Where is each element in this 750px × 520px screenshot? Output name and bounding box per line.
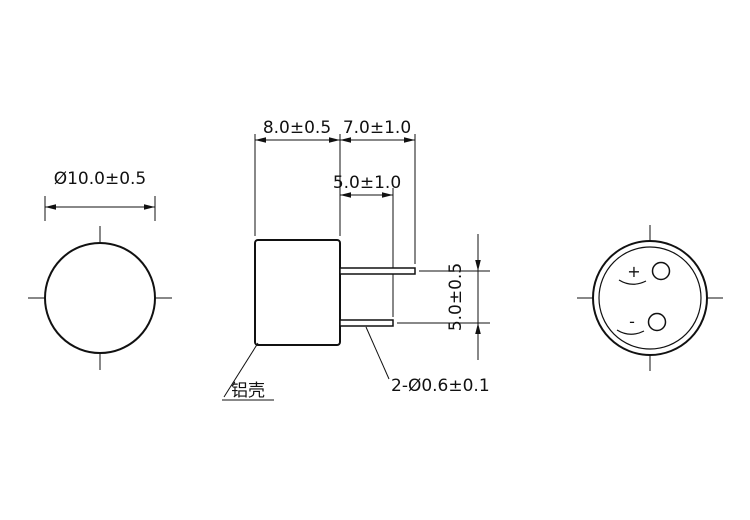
lead-diameter-leader: 2-Ø0.6±0.1 — [365, 326, 490, 396]
shell-material-label: 铝壳 — [231, 381, 265, 401]
rear-view: + - — [577, 225, 723, 371]
arrowhead — [329, 137, 340, 143]
top-dimension-row: 8.0±0.5 7.0±1.0 — [255, 118, 415, 143]
lead-diameter-label: 2-Ø0.6±0.1 — [391, 376, 490, 396]
lead-pitch-dimension: 5.0±0.5 — [397, 234, 490, 360]
shell-label-leader: 铝壳 — [222, 342, 274, 401]
arrowhead — [340, 192, 351, 198]
rear-view-inner-circle — [598, 246, 702, 350]
body-width-dimension-label: 8.0±0.5 — [263, 118, 331, 138]
short-lead-dimension-label: 5.0±1.0 — [333, 173, 401, 193]
arrowhead — [144, 204, 155, 210]
positive-mark-arc — [618, 279, 647, 285]
negative-polarity-mark: - — [629, 312, 635, 331]
diameter-dimension: Ø10.0±0.5 — [44, 169, 156, 221]
arrowhead — [45, 204, 56, 210]
lead-pitch-dimension-label: 5.0±0.5 — [446, 263, 466, 331]
long-lead-dimension-label: 7.0±1.0 — [343, 118, 411, 138]
left-view: Ø10.0±0.5 — [28, 169, 172, 370]
arrowhead — [340, 137, 351, 143]
component-body — [254, 239, 341, 346]
left-view-body-circle — [44, 242, 156, 354]
diameter-dimension-label: Ø10.0±0.5 — [54, 169, 147, 189]
lead-bottom — [339, 319, 394, 327]
arrowhead — [255, 137, 266, 143]
front-view: 8.0±0.5 7.0±1.0 5.0±1.0 — [222, 118, 490, 401]
arrowhead — [404, 137, 415, 143]
lead-top — [339, 267, 416, 275]
leader-line — [223, 342, 259, 398]
arrowhead — [475, 260, 481, 271]
arrowhead — [382, 192, 393, 198]
positive-terminal-pin — [651, 261, 671, 281]
short-lead-dimension: 5.0±1.0 — [333, 173, 401, 198]
leader-line — [365, 326, 390, 380]
rear-view-outer-circle — [592, 240, 708, 356]
arrowhead — [475, 323, 481, 334]
positive-polarity-mark: + — [627, 262, 640, 281]
negative-mark-arc — [616, 329, 645, 335]
negative-terminal-pin — [647, 312, 667, 332]
